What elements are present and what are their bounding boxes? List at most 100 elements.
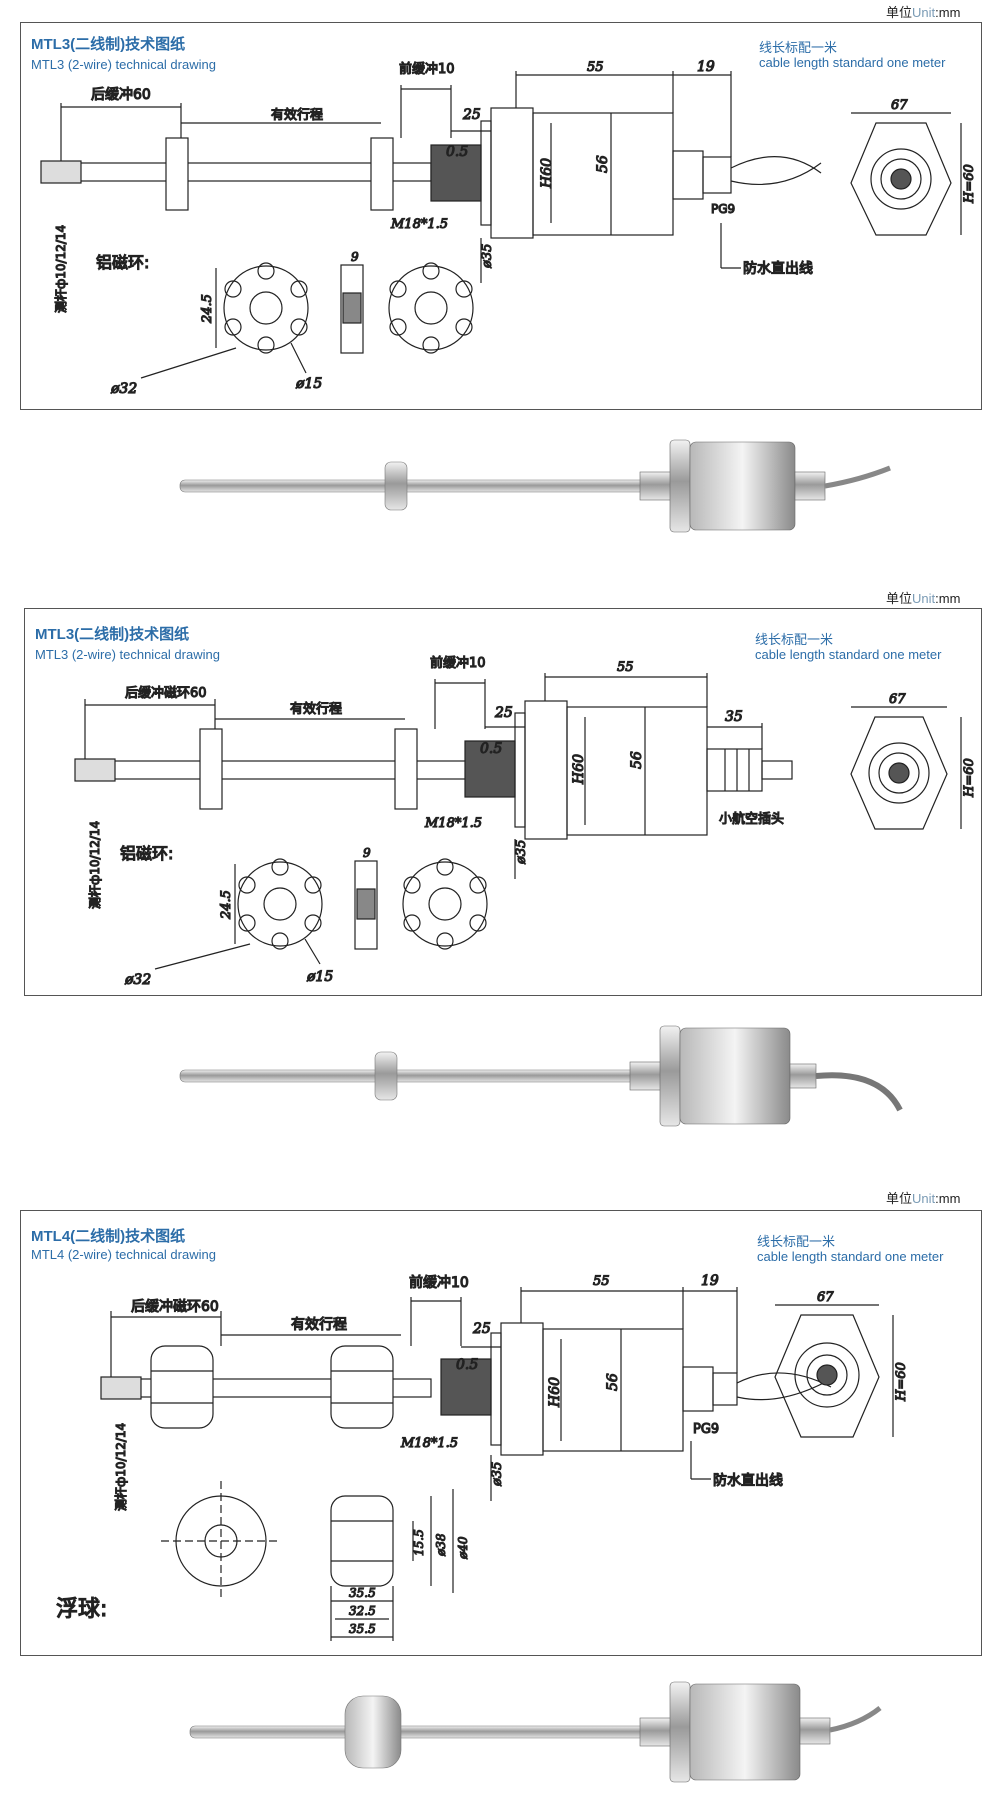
rod-tip [40,160,82,184]
hex-end-view [850,716,948,830]
product-photo-mtl3-connector [179,1025,903,1127]
dim-hex: H=60 [962,164,977,204]
dim-55: 55 [617,660,634,675]
aviation-connector [706,748,763,792]
label-cable-type: 防水直出线 [743,260,813,277]
dim-dia32: ø32 [124,972,151,988]
rod-tip [100,1376,142,1400]
dim-front-buffer: 前缓冲10 [409,1274,469,1291]
front-magnet-ring [370,137,394,211]
label-connector: 小航空插头 [719,811,784,827]
dim-hex: H=60 [894,1362,909,1402]
hex-end-view [774,1314,880,1438]
dim-24-5: 24.5 [219,890,234,920]
dim-55: 55 [587,60,604,75]
cable-note-en: cable length standard one meter [757,1249,944,1264]
dim-67: 67 [891,98,908,113]
label-rod: 测杆ф10/12/14 [88,821,102,909]
dim-thread: M18*1.5 [400,1436,458,1451]
flange [524,700,568,840]
front-float [330,1345,394,1429]
dim-9: 9 [363,846,371,860]
dim-19: 19 [697,59,715,75]
rear-float [150,1345,214,1429]
label-pg9: PG9 [711,202,735,216]
dim-56: 56 [629,751,645,769]
cable-note-en: cable length standard one meter [759,55,946,70]
dim-dia38: ø38 [434,1533,448,1557]
panel-title-cn: MTL4(二线制)技术图纸 [31,1228,186,1245]
cable [730,156,822,174]
label-pg9: PG9 [693,1422,719,1437]
cable-note-cn: 线长标配一米 [755,632,834,647]
magnet-ring-rear-view [402,861,488,947]
dim-thread: M18*1.5 [424,816,482,831]
dim-rear-buffer: 后缓冲60 [91,87,151,103]
unit-label: 单位Unit:mm [886,1191,961,1206]
flange [490,107,534,239]
label-magnet: 铝磁环: [96,253,149,272]
label-rod: 测杆ф10/12/14 [54,225,68,313]
dim-h60: H60 [539,158,555,189]
dim-dia35: ø35 [490,1462,505,1487]
dim-9: 9 [351,250,359,264]
rod [84,760,486,780]
label-rod: 测杆ф10/12/14 [114,1423,128,1511]
dim-0-5: 0.5 [446,144,468,160]
housing [566,706,708,836]
cable-note-en: cable length standard one meter [755,647,942,662]
dim-32-5: 32.5 [349,1604,376,1618]
drawing-panel-mtl3-cable: MTL3(二线制)技术图纸 MTL3 (2-wire) technical dr… [20,22,982,410]
dim-dia40: ø40 [456,1536,470,1560]
dim-thread: M18*1.5 [390,217,448,232]
dim-hex: H=60 [962,758,977,798]
thread [464,740,516,798]
thread [430,144,482,202]
rear-magnet-ring [199,728,223,810]
magnet-ring-front-view [237,861,323,947]
dim-stroke: 有效行程 [291,1317,347,1333]
panel-title-cn: MTL3(二线制)技术图纸 [35,626,190,643]
dim-25: 25 [462,107,481,123]
rod-tip [74,758,116,782]
dim-55: 55 [593,1274,610,1289]
drawing-panel-mtl3-connector: MTL3(二线制)技术图纸 MTL3 (2-wire) technical dr… [24,608,982,996]
panel-title-en: MTL3 (2-wire) technical drawing [35,647,220,662]
technical-drawing: 后缓冲60 前缓冲10 有效行程 55 19 25 0.5 H60 56 M18… [40,58,978,398]
label-magnet: 铝磁环: [120,844,173,863]
dim-56: 56 [605,1373,621,1391]
dim-dia15: ø15 [295,376,322,392]
float-side-view [330,1495,394,1587]
dim-dia35: ø35 [514,840,529,865]
label-cable-type: 防水直出线 [713,1472,783,1489]
unit-label: 单位Unit:mm [886,591,961,606]
rear-magnet-ring [165,137,189,211]
hex-end-view [850,122,952,236]
dim-25: 25 [494,705,513,721]
cable-gland [682,1366,714,1412]
unit-label: 单位Unit:mm [886,5,961,20]
dim-dia32: ø32 [110,381,137,397]
dim-front-buffer: 前缓冲10 [399,61,455,77]
dim-19: 19 [701,1273,719,1289]
dim-front-buffer: 前缓冲10 [430,655,486,671]
dim-24-5: 24.5 [200,294,215,324]
thread [440,1358,492,1416]
dim-dia15: ø15 [306,969,333,985]
dim-35-5-b: 35.5 [349,1622,376,1636]
product-photo-mtl4-float [189,1681,882,1783]
cable-gland [672,150,704,200]
magnet-ring-front-view [223,265,309,351]
cable-note-cn: 线长标配一米 [759,40,838,55]
dim-stroke: 有效行程 [290,702,342,717]
dim-stroke: 有效行程 [271,108,323,123]
dim-0-5: 0.5 [456,1357,478,1373]
magnet-ring-rear-view [388,265,474,351]
technical-drawing: 后缓冲磁环60 前缓冲10 有效行程 55 19 25 0.5 H60 56 M… [55,1272,910,1641]
panel-title-cn: MTL3(二线制)技术图纸 [31,36,186,53]
magnet-ring-section [340,264,364,354]
technical-drawing: 后缓冲磁环60 前缓冲10 有效行程 55 35 25 0.5 H60 56 M… [74,654,978,989]
product-photo-mtl3-cable [179,439,891,533]
flange [500,1322,544,1456]
magnet-ring-section [354,860,378,950]
